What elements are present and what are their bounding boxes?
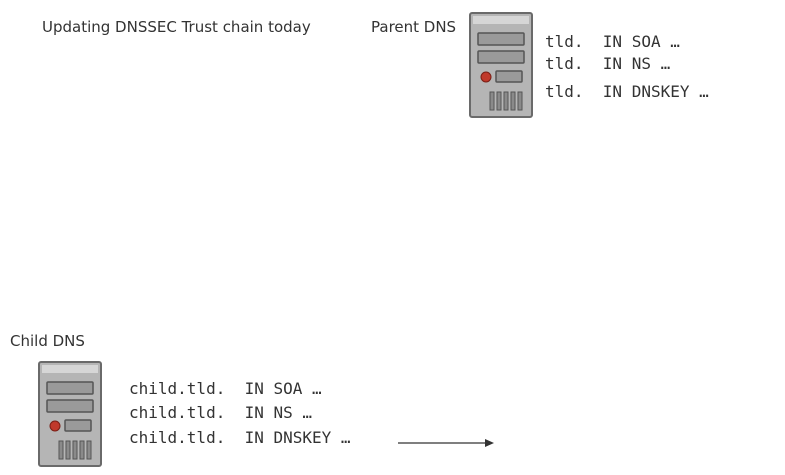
child-record-soa: child.tld. IN SOA … [129,379,322,398]
child-dns-label: Child DNS [10,332,85,350]
parent-record-soa: tld. IN SOA … [545,32,680,51]
parent-record-ns: tld. IN NS … [545,54,671,73]
child-record-dnskey: child.tld. IN DNSKEY … [129,428,351,447]
parent-record-dnskey: tld. IN DNSKEY … [545,82,709,101]
parent-server-icon [469,12,533,118]
child-record-ns: child.tld. IN NS … [129,403,313,422]
child-server-icon [38,361,102,467]
dnskey-arrow-icon [398,439,494,447]
parent-dns-label: Parent DNS [371,18,457,36]
diagram-title: Updating DNSSEC Trust chain today [42,18,311,36]
